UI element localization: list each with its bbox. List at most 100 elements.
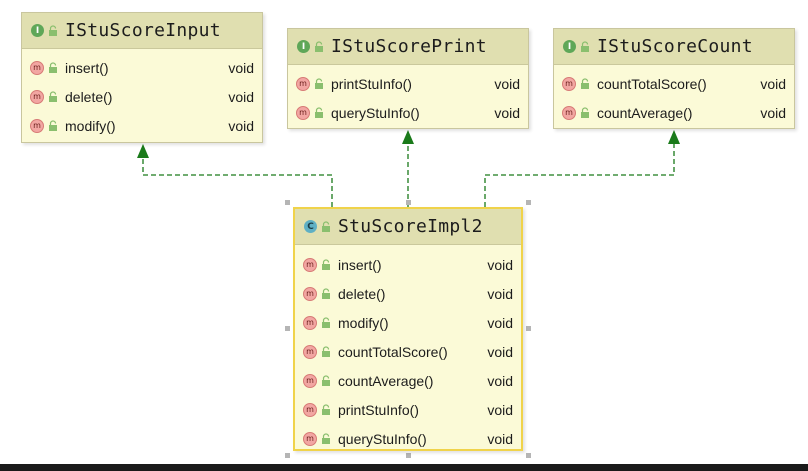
interface-box-istuscoreinput[interactable]: I IStuScoreInput m insert() void m delet… (21, 12, 263, 143)
selection-handle[interactable] (406, 453, 411, 458)
method-badge-icon: m (303, 286, 317, 301)
public-lock-icon (321, 316, 331, 329)
method-return-type: void (494, 75, 520, 92)
method-badge-icon: m (303, 315, 317, 330)
edge-impl-to-input (142, 158, 333, 207)
interface-badge-icon: I (563, 40, 576, 53)
public-lock-icon (580, 106, 590, 119)
method-name: insert() (338, 256, 382, 273)
method-badge-icon: m (562, 76, 576, 91)
method-badge-icon: m (303, 344, 317, 359)
selection-handle[interactable] (285, 453, 290, 458)
method-name: countTotalScore() (597, 75, 707, 92)
method-return-type: void (487, 430, 513, 447)
selection-handle[interactable] (526, 453, 531, 458)
method-badge-icon: m (303, 257, 317, 272)
public-lock-icon (48, 24, 58, 37)
method-name: countAverage() (597, 104, 693, 121)
public-lock-icon (321, 287, 331, 300)
method-badge-icon: m (562, 105, 576, 120)
public-lock-icon (314, 40, 324, 53)
method-name: modify() (65, 117, 116, 134)
interface-badge-icon: I (31, 24, 44, 37)
public-lock-icon (321, 220, 331, 233)
method-row[interactable]: m delete() void (295, 279, 521, 308)
edge-impl-to-count (484, 144, 675, 207)
method-return-type: void (487, 285, 513, 302)
method-name: queryStuInfo() (338, 430, 427, 447)
method-row[interactable]: m countAverage() void (554, 98, 794, 127)
selection-handle[interactable] (285, 326, 290, 331)
selection-handle[interactable] (526, 200, 531, 205)
method-name: printStuInfo() (338, 401, 419, 418)
method-badge-icon: m (30, 89, 44, 104)
method-name: modify() (338, 314, 389, 331)
method-row[interactable]: m printStuInfo() void (295, 395, 521, 424)
method-return-type: void (487, 256, 513, 273)
method-row[interactable]: m countTotalScore() void (295, 337, 521, 366)
box-header: I IStuScorePrint (288, 29, 528, 65)
method-row[interactable]: m modify() void (295, 308, 521, 337)
public-lock-icon (580, 40, 590, 53)
method-name: queryStuInfo() (331, 104, 420, 121)
public-lock-icon (321, 258, 331, 271)
method-name: countAverage() (338, 372, 434, 389)
selection-handle[interactable] (285, 200, 290, 205)
method-return-type: void (487, 343, 513, 360)
method-return-type: void (487, 372, 513, 389)
method-row[interactable]: m delete() void (22, 82, 262, 111)
method-row[interactable]: m countAverage() void (295, 366, 521, 395)
box-title: StuScoreImpl2 (338, 216, 483, 237)
method-name: insert() (65, 59, 109, 76)
method-badge-icon: m (30, 60, 44, 75)
method-name: countTotalScore() (338, 343, 448, 360)
interface-box-istuscorecount[interactable]: I IStuScoreCount m countTotalScore() voi… (553, 28, 795, 129)
method-name: delete() (65, 88, 113, 105)
public-lock-icon (321, 374, 331, 387)
selection-handle[interactable] (526, 326, 531, 331)
method-row[interactable]: m modify() void (22, 111, 262, 140)
method-name: printStuInfo() (331, 75, 412, 92)
public-lock-icon (314, 77, 324, 90)
method-badge-icon: m (303, 373, 317, 388)
method-return-type: void (760, 75, 786, 92)
method-row[interactable]: m countTotalScore() void (554, 69, 794, 98)
method-row[interactable]: m queryStuInfo() void (295, 424, 521, 453)
method-row[interactable]: m queryStuInfo() void (288, 98, 528, 127)
method-return-type: void (487, 401, 513, 418)
box-header: C StuScoreImpl2 (295, 209, 521, 245)
interface-badge-icon: I (297, 40, 310, 53)
arrowhead-input (137, 144, 149, 158)
box-header: I IStuScoreCount (554, 29, 794, 65)
method-badge-icon: m (296, 105, 310, 120)
public-lock-icon (48, 61, 58, 74)
arrowhead-count (668, 130, 680, 144)
method-return-type: void (760, 104, 786, 121)
method-row[interactable]: m insert() void (295, 250, 521, 279)
method-return-type: void (228, 59, 254, 76)
box-title: IStuScoreInput (65, 20, 221, 41)
interface-box-istuscoreprint[interactable]: I IStuScorePrint m printStuInfo() void m… (287, 28, 529, 129)
method-row[interactable]: m insert() void (22, 53, 262, 82)
method-badge-icon: m (303, 402, 317, 417)
public-lock-icon (321, 403, 331, 416)
selection-handle[interactable] (406, 200, 411, 205)
method-return-type: void (228, 117, 254, 134)
method-badge-icon: m (30, 118, 44, 133)
box-title: IStuScorePrint (331, 36, 487, 57)
public-lock-icon (314, 106, 324, 119)
public-lock-icon (580, 77, 590, 90)
method-badge-icon: m (303, 431, 317, 446)
class-badge-icon: C (304, 220, 317, 233)
public-lock-icon (48, 90, 58, 103)
public-lock-icon (321, 432, 331, 445)
public-lock-icon (321, 345, 331, 358)
class-box-stuscoreimpl2[interactable]: C StuScoreImpl2 m insert() void m delete… (293, 207, 523, 451)
method-row[interactable]: m printStuInfo() void (288, 69, 528, 98)
method-badge-icon: m (296, 76, 310, 91)
box-title: IStuScoreCount (597, 36, 753, 57)
bottom-edge-bar (0, 464, 808, 471)
method-return-type: void (228, 88, 254, 105)
